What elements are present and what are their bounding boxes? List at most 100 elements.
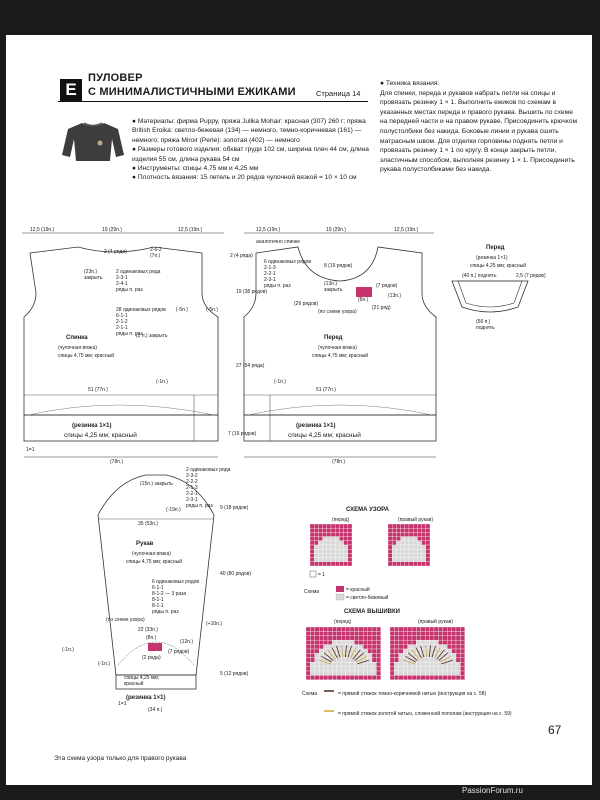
chart-cell: [318, 536, 323, 541]
chart-cell: [345, 675, 351, 680]
chart-cell: [455, 626, 461, 632]
chart-cell: [343, 523, 348, 529]
chart-cell: [309, 557, 315, 562]
chart-cell: [451, 653, 457, 658]
chart-cell: [416, 635, 421, 641]
chart-cell: [387, 540, 393, 546]
chart-cell: [322, 561, 327, 567]
chart-cell: [318, 549, 323, 554]
embroidery-stroke: [347, 645, 352, 658]
back-neck-rows: 2 (4 ряда): [104, 249, 127, 255]
chart-cell: [314, 670, 320, 676]
chart-cell: [438, 635, 443, 641]
front-rib-needles: спицы 4,25 мм; красный: [288, 431, 361, 439]
chart-cell: [411, 626, 417, 632]
front-width: 51 (77п.): [316, 387, 336, 393]
chart-cell: [363, 631, 368, 636]
chart-cell: [318, 523, 323, 529]
chart-cell: [363, 640, 368, 645]
chart-cell: [314, 635, 320, 641]
chart-cell: [343, 557, 348, 562]
embroidery-grid-left: [305, 626, 381, 680]
chart-cell: [451, 648, 457, 654]
chart-cell: [347, 532, 353, 537]
chart-cell: [310, 653, 315, 658]
chart-cell: [429, 662, 435, 667]
chart-cell: [376, 648, 381, 654]
chart-cell: [339, 532, 344, 537]
chart-cell: [322, 536, 327, 541]
chart-cell: [413, 557, 418, 562]
chart-cell: [305, 670, 311, 676]
chart-cell: [371, 631, 377, 636]
chart-cell: [345, 657, 351, 663]
embroidery-stroke: [344, 645, 347, 658]
chart-cell: [429, 635, 435, 641]
chart-cell: [376, 653, 381, 658]
chart-cell: [339, 540, 344, 546]
chart-cell: [327, 644, 333, 650]
chart-cell: [403, 626, 408, 632]
chart-cell: [327, 635, 333, 641]
chart-cell: [447, 662, 452, 667]
chart-cell: [404, 561, 410, 567]
chart-cell: [429, 670, 435, 676]
chart-cell: [341, 666, 346, 672]
embroidery-chart: СХЕМА ВЫШИВКИ (перед) (правый рукав) Схе…: [302, 609, 512, 717]
front-pattern-rows: (26 рядов): [294, 301, 318, 307]
front-hem-dec: (-1п.): [274, 379, 286, 385]
chart-cell: [425, 553, 431, 558]
sweater-photo: [62, 122, 124, 161]
chart-cell: [460, 657, 465, 663]
chart-cell: [425, 670, 430, 676]
chart-cell: [376, 644, 381, 650]
chart-cell: [358, 631, 364, 636]
chart-cell: [394, 666, 399, 672]
magazine-page: E ПУЛОВЕР С МИНИМАЛИСТИЧНЫМИ ЕЖИКАМИ Стр…: [6, 35, 592, 785]
chart-cell: [330, 544, 336, 550]
embroidery-stroke: [331, 647, 338, 659]
chart-cell: [421, 557, 426, 562]
chart-cell: [416, 626, 421, 632]
legend-head: Схема: [304, 589, 319, 595]
chart-cell: [326, 540, 332, 546]
chart-cell: [394, 635, 399, 641]
chart-cell: [451, 666, 457, 672]
chart-cell: [455, 657, 461, 663]
chart-cell: [347, 553, 353, 558]
chart-cell: [314, 675, 320, 680]
chart-cell: [425, 528, 431, 533]
chart-cell: [389, 670, 395, 676]
chart-cell: [336, 657, 342, 663]
chart-cell: [392, 553, 397, 558]
chart-cell: [343, 536, 348, 541]
chart-cell: [314, 540, 319, 546]
legend-red-swatch: [336, 586, 344, 592]
chart-cell: [460, 635, 465, 641]
chart-cell: [358, 626, 364, 632]
chart-cell: [429, 631, 435, 636]
footer-note: Эта схема узора только для правого рукав…: [54, 755, 187, 762]
chart-cell: [425, 549, 431, 554]
chart-cell: [398, 626, 404, 632]
chart-cell: [347, 540, 353, 546]
chart-cell: [327, 670, 333, 676]
chart-cell: [396, 553, 401, 558]
chart-cell: [347, 557, 353, 562]
embroidery-stroke: [350, 647, 357, 659]
chart-cell: [345, 635, 351, 641]
chart-cell: [318, 557, 323, 562]
chart-cell: [305, 640, 311, 645]
chart-cell: [322, 553, 327, 558]
chart-cell: [460, 675, 465, 680]
chart-cell: [310, 657, 315, 663]
back-side: (-5п.): [176, 307, 188, 313]
chart-cell: [400, 557, 405, 562]
embroidery-stroke: [434, 647, 441, 659]
chart-cell: [400, 523, 405, 529]
chart-cell: [416, 666, 421, 672]
chart-cell: [367, 653, 373, 658]
sleeve-dec2: (-1п.): [98, 661, 110, 667]
chart-cell: [314, 561, 319, 567]
